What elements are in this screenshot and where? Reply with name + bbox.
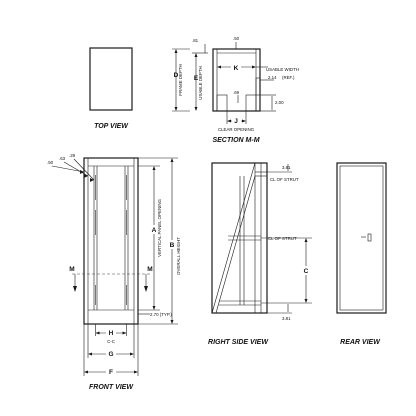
dim-069-label: .69 bbox=[233, 90, 240, 95]
rear-view-title: REAR VIEW bbox=[340, 339, 381, 346]
cl-strut-top-label: CL OF STRUT bbox=[270, 177, 299, 182]
top-view-title: TOP VIEW bbox=[94, 123, 129, 130]
dim-381-top-label: 3.81 bbox=[282, 165, 291, 170]
frame-depth-label: FRAME DEPTH bbox=[178, 64, 183, 95]
dim-d-label: D bbox=[174, 72, 179, 79]
cl-strut-mid-label: CL OF STRUT bbox=[268, 236, 297, 241]
front-view: M M .50 .63 .28 A VERTICAL PANEL OPENING… bbox=[47, 153, 181, 391]
usable-width-label: USABLE WIDTH bbox=[266, 67, 299, 72]
rear-view-outer-frame bbox=[336, 162, 387, 314]
dim-270-label: 2.70 (TYP.) bbox=[150, 312, 172, 317]
cc-label: C-C bbox=[107, 339, 115, 344]
dim-214-label: 2.14 bbox=[268, 75, 277, 80]
dim-f-label: F bbox=[109, 369, 113, 376]
dim-k-label: K bbox=[234, 65, 239, 72]
section-view-title: SECTION M-M bbox=[212, 137, 259, 144]
right-side-outer-frame bbox=[211, 162, 268, 314]
side-diagonal-panel-edge bbox=[211, 162, 256, 314]
dim-050-label: .50 bbox=[233, 36, 240, 41]
rear-view: REAR VIEW bbox=[336, 162, 387, 346]
section-outer-frame bbox=[212, 48, 261, 112]
rear-latch bbox=[367, 233, 372, 242]
front-rail-slots bbox=[95, 175, 127, 305]
front-view-title: FRONT VIEW bbox=[89, 384, 134, 391]
right-side-view: 3.81 CL OF STRUT CL OF STRUT C 3.81 RIGH… bbox=[208, 162, 312, 346]
top-view: TOP VIEW bbox=[89, 47, 133, 130]
clear-opening-label: CLEAR OPENING bbox=[218, 127, 255, 132]
section-mark-right: M bbox=[147, 266, 152, 273]
vertical-panel-opening-label: VERTICAL PANEL OPENING bbox=[157, 199, 162, 257]
section-mark-left: M bbox=[69, 266, 74, 273]
rear-view-inner-panel bbox=[339, 165, 384, 311]
dim-200-label: 2.00 bbox=[275, 100, 284, 105]
dim-g-label: G bbox=[108, 351, 113, 358]
dim-381-bottom-label: 3.81 bbox=[282, 316, 291, 321]
front-view-outer-frame bbox=[83, 157, 139, 325]
section-left-foot bbox=[216, 94, 228, 112]
section-right-foot bbox=[245, 94, 257, 112]
dim-e-label: E bbox=[194, 75, 199, 82]
dim-a-label: A bbox=[152, 227, 157, 234]
overall-height-label: OVERALL HEIGHT bbox=[176, 237, 181, 275]
right-side-view-title: RIGHT SIDE VIEW bbox=[208, 339, 269, 346]
usable-depth-label: USABLE DEPTH bbox=[198, 66, 203, 99]
dim-front-050-label: .50 bbox=[47, 160, 54, 165]
dim-c-label: C bbox=[304, 268, 309, 275]
dim-j-label: J bbox=[234, 118, 238, 125]
dim-front-063-label: .63 bbox=[59, 156, 66, 161]
dim-b-label: B bbox=[170, 242, 175, 249]
section-side-strut bbox=[255, 77, 261, 96]
ref-label: (REF.) bbox=[282, 75, 295, 80]
dim-081-label: .81 bbox=[192, 38, 199, 43]
dim-front-028-label: .28 bbox=[69, 153, 76, 158]
top-view-outline bbox=[89, 47, 133, 111]
dim-h-label: H bbox=[109, 330, 114, 337]
section-view: D FRAME DEPTH E USABLE DEPTH .81 .50 K U… bbox=[172, 36, 299, 144]
